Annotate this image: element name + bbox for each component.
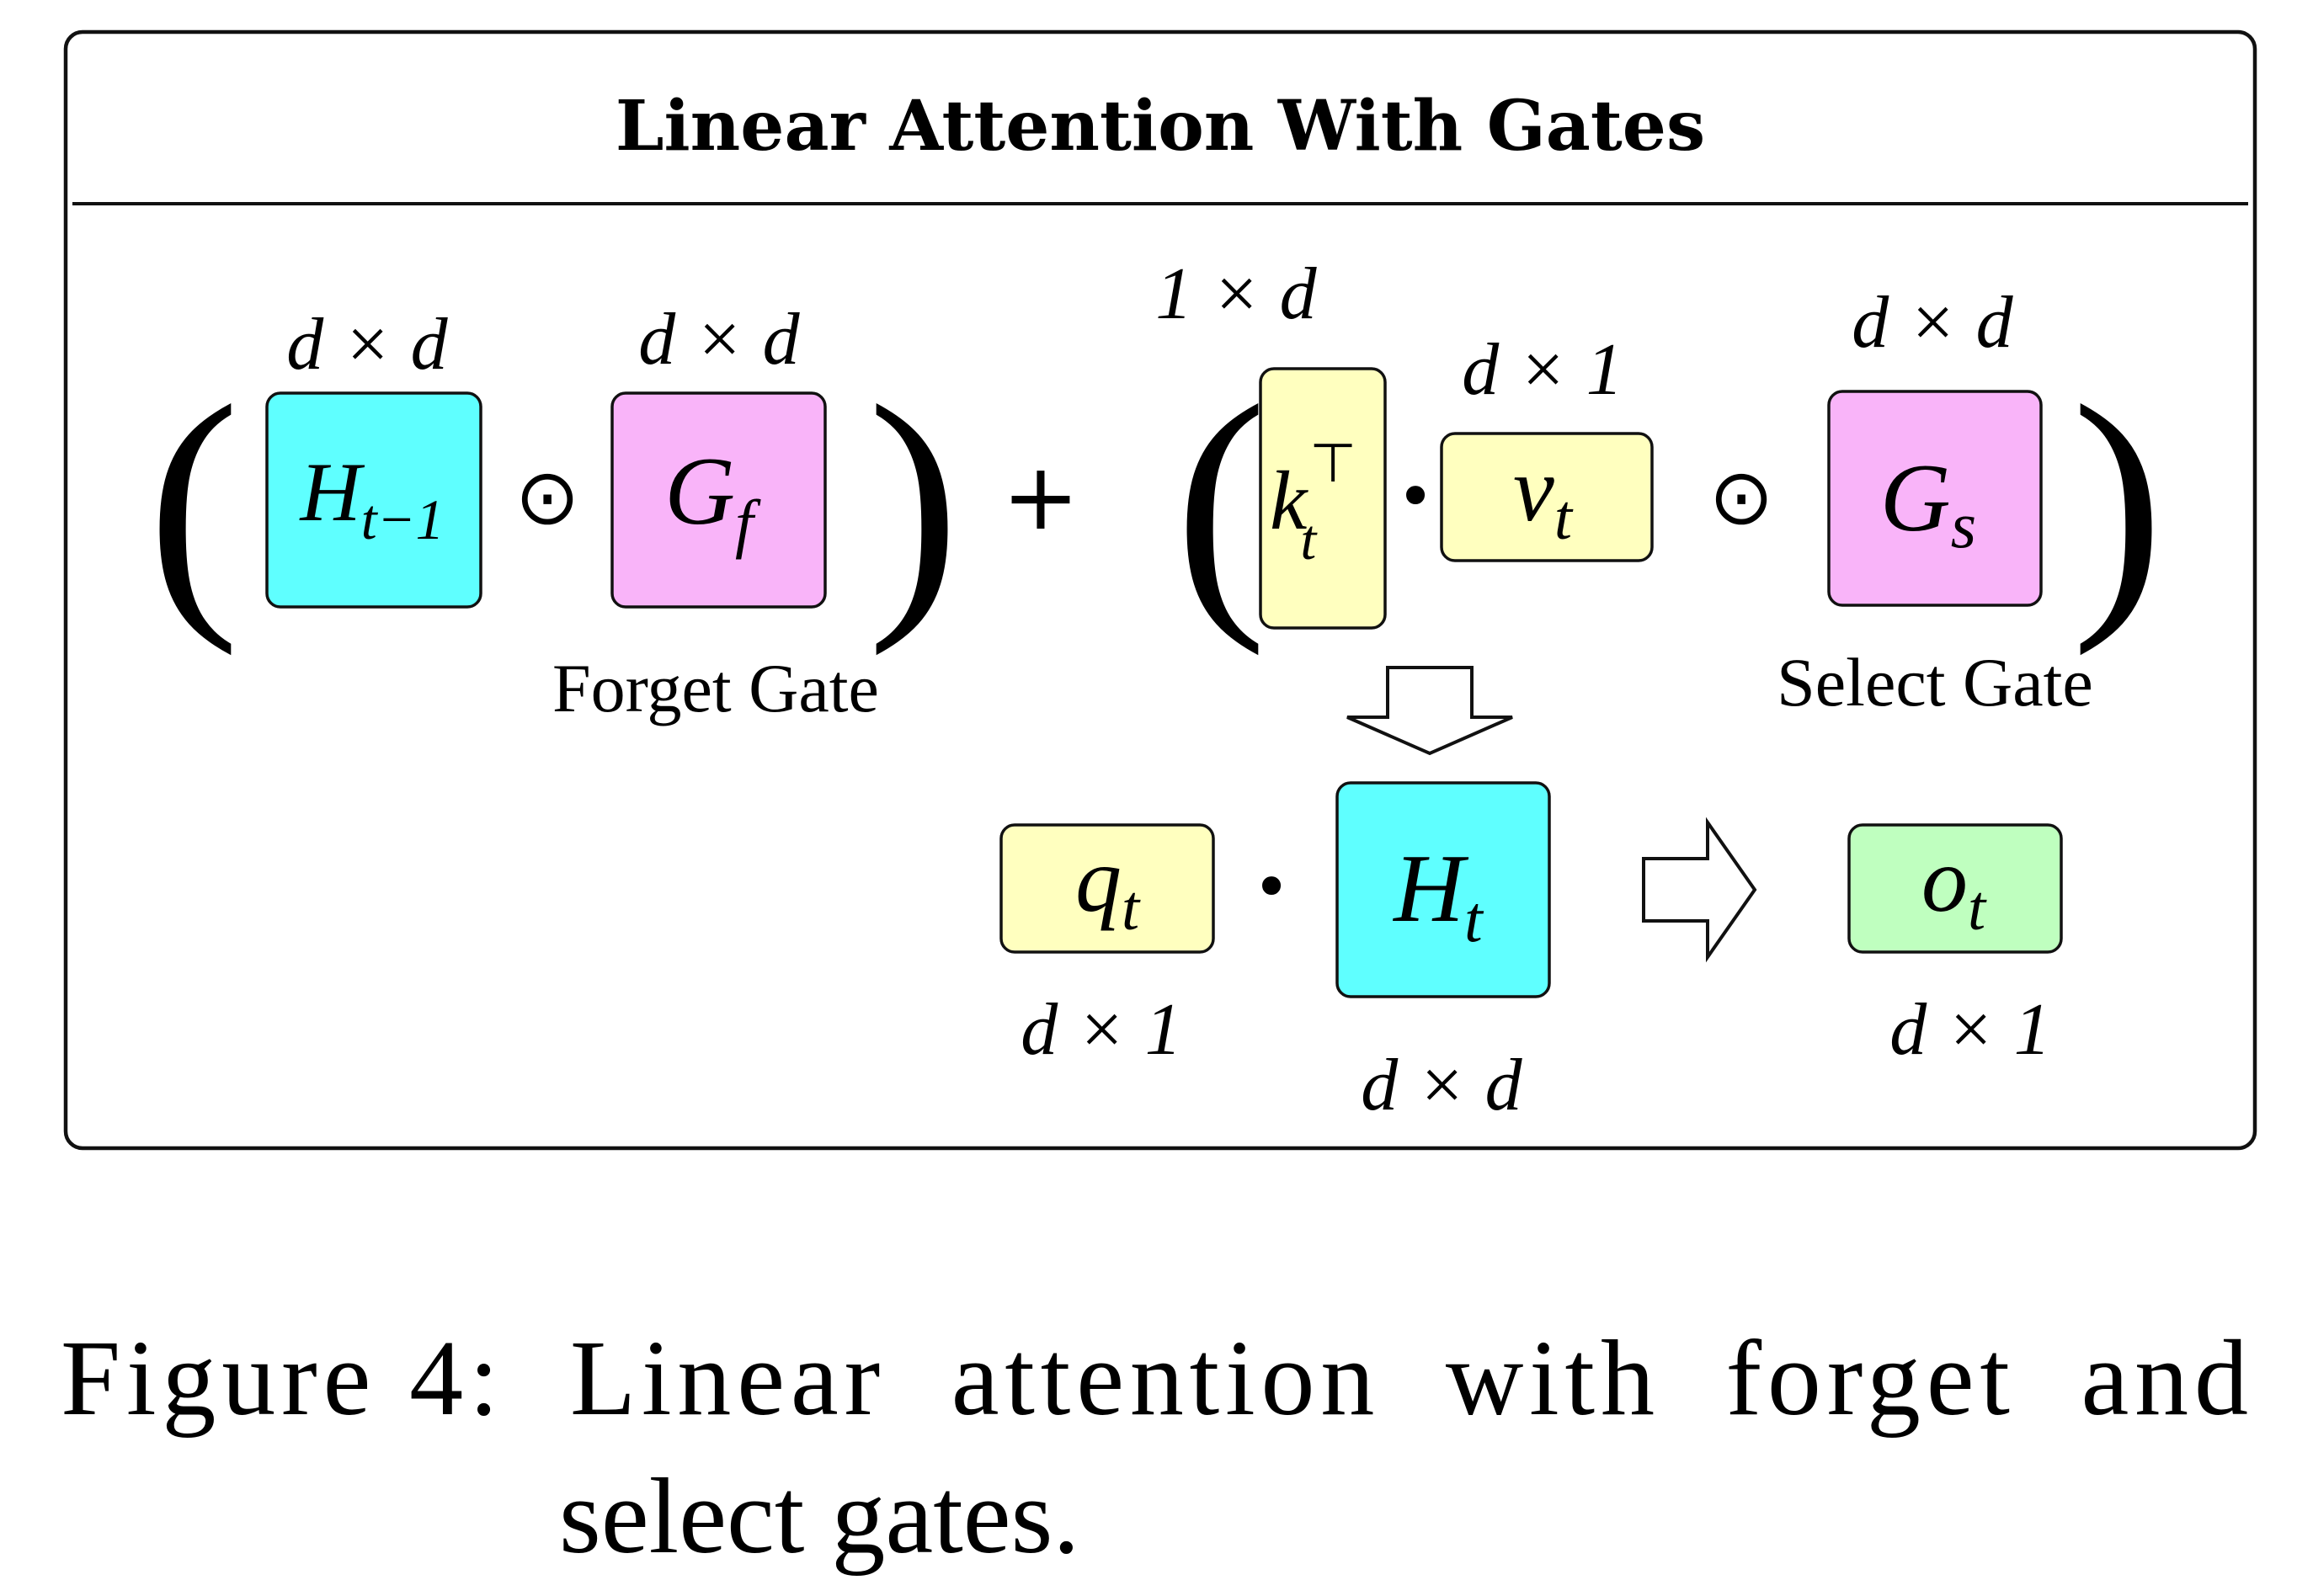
hadamard-operator-2: ⊙ (1708, 452, 1773, 542)
open-paren-left: ( (147, 349, 240, 657)
k-t-dim: 1 × d (1155, 253, 1317, 335)
k-t-label: kt⊤ (1270, 434, 1356, 572)
v-t-label: vt (1513, 438, 1574, 553)
q-t-dim: d × 1 (1021, 989, 1181, 1071)
h-prev-label: Ht−1 (299, 445, 445, 551)
dot-operator-1: • (1397, 459, 1435, 534)
select-gate-box (1827, 390, 2043, 607)
hadamard-operator-1: ⊙ (514, 452, 579, 542)
open-paren-right: ( (1175, 349, 1267, 657)
h-prev-dim: d × d (286, 304, 448, 386)
g-s-dim: d × d (1852, 282, 2013, 364)
h-t-label: Ht (1392, 835, 1484, 955)
select-gate-symbol: Gs (1880, 444, 1976, 561)
q-t-box (999, 823, 1215, 954)
o-t-dim: d × 1 (1889, 989, 2050, 1071)
v-t-dim: d × 1 (1462, 329, 1623, 411)
figure-title: Linear Attention With Gates (616, 86, 1705, 167)
right-arrow-icon (1642, 817, 1757, 963)
figure-caption-line-1: Figure 4: Linear attention with forget a… (61, 1318, 2248, 1438)
h-t-dim: d × d (1361, 1045, 1522, 1126)
o-t-box (1847, 823, 2063, 954)
close-paren-left: ) (867, 349, 960, 657)
v-t-box (1440, 432, 1654, 562)
o-t-label: ot (1921, 828, 1987, 944)
plus-operator: + (1002, 443, 1079, 551)
close-paren-right: ) (2071, 349, 2164, 657)
forget-gate-label: Forget Gate (552, 650, 879, 726)
figure-caption-line-2: select gates. (559, 1456, 1079, 1576)
forget-gate-box (610, 391, 827, 609)
h-t-box (1335, 781, 1551, 998)
down-arrow-icon (1346, 666, 1513, 756)
k-t-box (1259, 367, 1387, 630)
dot-operator-2: • (1253, 849, 1291, 924)
figure-frame (63, 29, 2257, 1151)
select-gate-label: Select Gate (1777, 644, 2093, 721)
q-t-label: qt (1075, 828, 1141, 944)
g-f-dim: d × d (638, 299, 800, 380)
h-prev-box (265, 391, 482, 609)
